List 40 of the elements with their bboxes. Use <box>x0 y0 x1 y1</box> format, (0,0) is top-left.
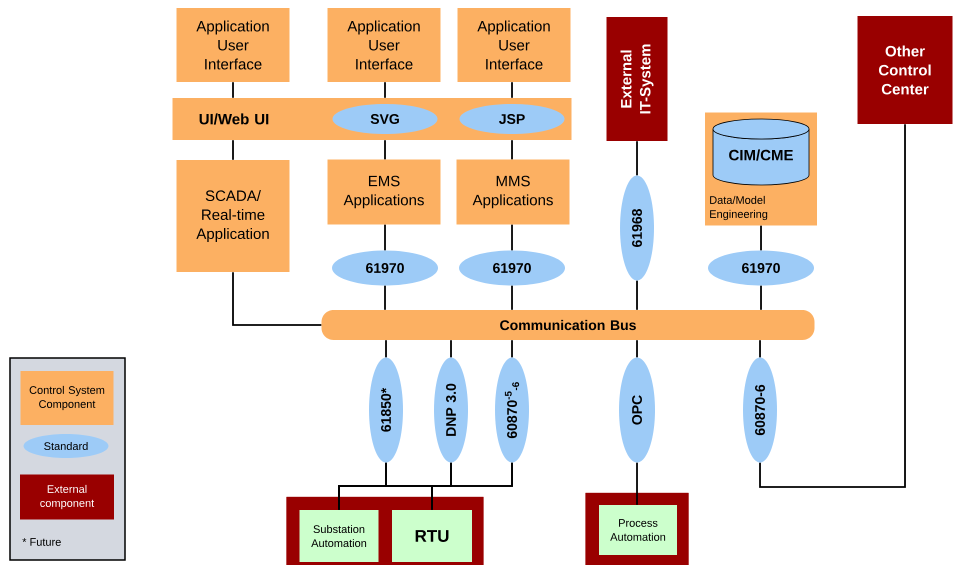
connector-line <box>384 286 386 310</box>
connector-line <box>450 340 452 358</box>
connector-line <box>232 140 234 160</box>
connector-line <box>760 286 762 310</box>
legend-item: Control System Component <box>20 371 114 425</box>
component-box: EMS Applications <box>328 160 440 224</box>
connector-line <box>511 140 513 160</box>
external-system-box: Other Control Center <box>858 16 952 124</box>
field-device-box: Process Automation <box>599 505 677 555</box>
connector-line <box>636 340 638 358</box>
component-box: Application User Interface <box>176 8 290 82</box>
field-device-box: Substation Automation <box>300 510 378 562</box>
component-box: SCADA/ Real-time Application <box>176 160 290 272</box>
legend-item: External component <box>20 474 114 520</box>
footnote-text: * Future <box>22 538 61 546</box>
communication-bus: Communication Bus <box>322 310 814 340</box>
connector-line <box>385 340 387 358</box>
component-box: Application User Interface <box>458 8 570 82</box>
connector-line <box>636 280 638 310</box>
connector-line <box>760 226 762 250</box>
connector-line <box>384 82 386 98</box>
connector-line <box>759 340 761 358</box>
field-device-box: RTU <box>392 510 472 562</box>
connector-line <box>232 82 234 98</box>
legend-item: Standard <box>24 434 108 458</box>
connector-line <box>431 462 513 510</box>
component-box: Application User Interface <box>328 8 440 82</box>
connector-line <box>759 124 906 488</box>
connector-line <box>511 82 513 98</box>
connector-line <box>511 340 513 358</box>
database-cylinder: CIM/CME <box>712 118 810 186</box>
connector-line <box>511 286 513 310</box>
external-system-box: External IT-System <box>606 17 668 141</box>
connector-line <box>636 141 638 176</box>
connector-line <box>384 224 386 250</box>
connector-line <box>636 462 638 505</box>
connector-line <box>232 272 322 326</box>
component-box: MMS Applications <box>456 160 570 224</box>
connector-line <box>384 140 386 160</box>
connector-line <box>511 224 513 250</box>
